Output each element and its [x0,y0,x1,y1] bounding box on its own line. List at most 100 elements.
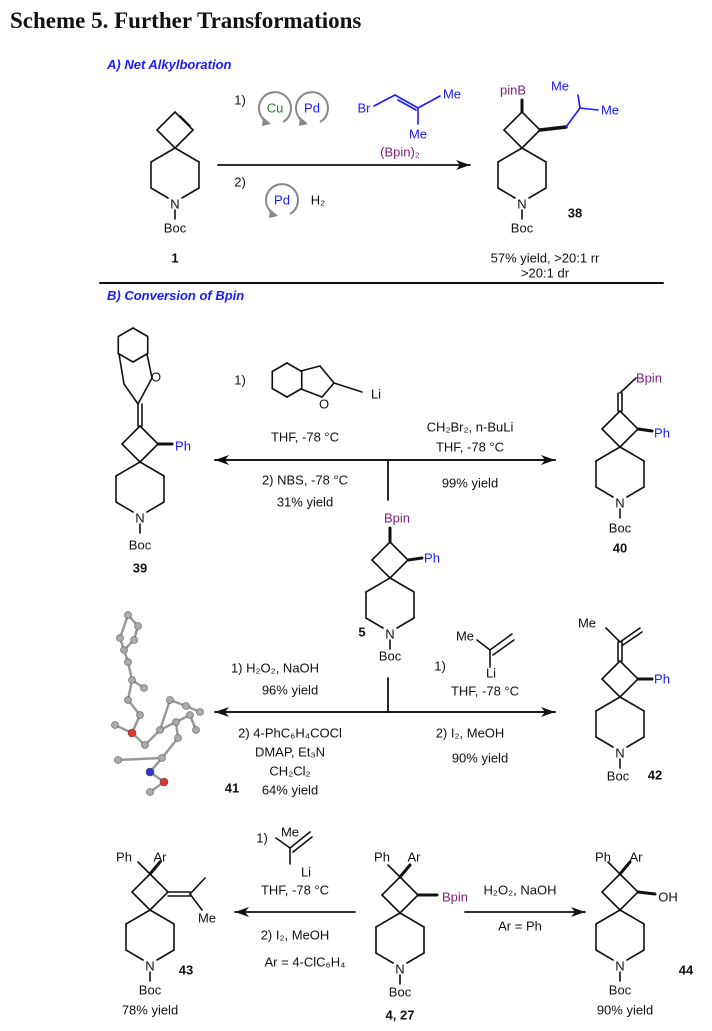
cycle-arrowhead [269,209,278,218]
bond [626,486,645,498]
boc-group: Boc [510,220,534,236]
pd-catalyst-2: Pd [274,192,290,208]
step-2-label: 2) [234,174,246,190]
bond [156,949,175,961]
bond [619,446,645,462]
bond [189,877,206,895]
nitrogen-atom: N [615,495,625,511]
atom [145,767,155,777]
boc-group: Boc [608,520,632,536]
bond [174,129,194,149]
bond [156,129,176,149]
bond [174,147,200,163]
nitrogen-atom: N [135,510,145,526]
bond [399,876,419,896]
bond [179,115,191,127]
yield-text: 90% yield [596,1002,654,1018]
compound-label-1: 1 [171,250,179,266]
bond [121,443,141,463]
cycle-arrowhead [299,117,308,126]
atom [172,718,180,726]
bond [116,756,164,762]
methyl-label: Me [197,910,217,926]
bond [528,187,547,199]
atom [186,711,194,719]
bond [521,147,547,163]
compound-label-42: 42 [647,767,663,783]
atom [124,658,132,666]
bond [497,147,523,163]
bond [189,893,203,911]
aryl-definition: Ar = Ph [498,918,542,934]
conditions: 1) H₂O₂, NaOH [230,660,320,676]
section-b-top-bonds [115,327,654,650]
lithium-atom: Li [370,386,382,402]
methyl-label: Me [280,824,300,840]
compound-label-41: 41 [224,780,240,796]
bond [146,353,153,379]
bond [619,660,639,680]
bond [118,613,130,640]
section-a-heading: A) Net Alkylboration [107,57,232,72]
bond [538,125,568,132]
oxygen-atom: O [150,369,162,385]
solvent: CH₂Cl₂ [269,763,311,779]
bond [595,486,614,498]
bond [146,501,165,513]
bond [618,860,632,876]
atom [174,734,182,742]
bond [636,890,657,896]
bond [139,425,159,445]
boc-group: Boc [388,984,412,1000]
compound-label-43: 43 [178,962,194,978]
bond [121,425,141,445]
phenyl-label: Ph [374,849,390,865]
atom [158,754,166,762]
section-a-bonds [99,91,664,284]
step-1-label: 1) [256,830,268,846]
atom [130,636,138,644]
bond [150,147,176,163]
section-b-heading: B) Conversion of Bpin [107,288,245,303]
lithium-atom: Li [300,864,312,880]
bond [373,94,396,107]
yield-text: 64% yield [261,782,319,798]
yield-text: 78% yield [121,1002,179,1018]
bond [619,891,639,911]
bond [489,633,513,651]
bromine-atom: Br [357,100,371,116]
section-b-bottom-bonds [125,831,657,985]
bond [115,461,141,477]
bond [595,949,614,961]
h2-reagent: H₂ [310,192,326,208]
section-b-mid-bonds [214,627,654,769]
methyl-label: Me [577,615,597,631]
bond [132,327,149,338]
atom [116,634,124,642]
bond [375,912,401,928]
phenyl-label: Ph [175,438,191,454]
atom [156,726,164,734]
compound-label-40: 40 [612,540,628,556]
compound-label-44: 44 [678,962,694,978]
bond [181,187,200,199]
nitrogen-atom: N [615,958,625,974]
atom [124,611,132,619]
bond [292,836,313,853]
boc-group: Boc [128,537,152,553]
bond [137,377,153,405]
bond [132,352,149,363]
atom [146,788,154,796]
methyl-label: Me [455,628,475,644]
bond [417,95,441,109]
methyl-label: Me [550,78,570,94]
step-1-label: 1) [234,372,246,388]
cu-cycle [257,91,292,124]
aryl-definition: Ar = 4-ClC₆H₄ [264,954,346,970]
bond [399,894,419,914]
atom [124,696,132,704]
bond [397,99,417,111]
bond [149,891,169,911]
atom [127,728,137,738]
yield-text: 31% yield [276,494,334,510]
